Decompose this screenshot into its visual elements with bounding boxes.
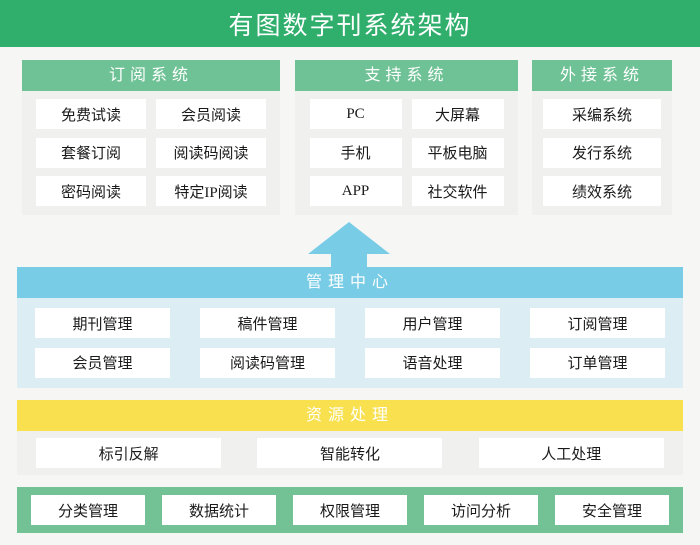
chip-tablet[interactable]: 平板电脑 xyxy=(411,137,504,168)
chip-reading-code-reading[interactable]: 阅读码阅读 xyxy=(156,137,266,168)
panel-external-header: 外接系统 xyxy=(532,60,672,91)
chip-member-management[interactable]: 会员管理 xyxy=(35,347,170,378)
panel-management-body: 期刊管理 稿件管理 用户管理 订阅管理 会员管理 阅读码管理 语音处理 订单管理 xyxy=(17,298,683,388)
page-title: 有图数字刊系统架构 xyxy=(228,12,472,40)
panel-support-header: 支持系统 xyxy=(295,60,518,91)
chip-intelligent-conversion[interactable]: 智能转化 xyxy=(257,438,443,468)
chip-security-management[interactable]: 安全管理 xyxy=(555,495,669,525)
chip-social-software[interactable]: 社交软件 xyxy=(411,176,504,207)
chip-manuscript-management[interactable]: 稿件管理 xyxy=(200,308,335,339)
chip-manual-processing[interactable]: 人工处理 xyxy=(478,438,664,468)
chip-indexing-reverse-parsing[interactable]: 标引反解 xyxy=(36,438,222,468)
panel-external-system: 外接系统 采编系统 发行系统 绩效系统 xyxy=(532,60,672,215)
chip-password-reading[interactable]: 密码阅读 xyxy=(36,176,146,207)
page-title-bar: 有图数字刊系统架构 xyxy=(0,0,700,47)
chip-journal-management[interactable]: 期刊管理 xyxy=(35,308,170,339)
chip-user-management[interactable]: 用户管理 xyxy=(365,308,500,339)
chip-data-statistics[interactable]: 数据统计 xyxy=(162,495,276,525)
arrow-up-icon xyxy=(308,222,390,270)
chip-large-screen[interactable]: 大屏幕 xyxy=(411,99,504,129)
chip-subscription-management[interactable]: 订阅管理 xyxy=(530,308,665,339)
panel-external-body: 采编系统 发行系统 绩效系统 xyxy=(532,91,672,215)
chip-pc[interactable]: PC xyxy=(309,99,402,129)
chip-order-management[interactable]: 订单管理 xyxy=(530,347,665,378)
chip-mobile-phone[interactable]: 手机 xyxy=(309,137,402,168)
chip-performance-system[interactable]: 绩效系统 xyxy=(543,176,661,207)
panel-management-center: 管理中心 期刊管理 稿件管理 用户管理 订阅管理 会员管理 阅读码管理 语音处理… xyxy=(17,267,683,388)
chip-voice-processing[interactable]: 语音处理 xyxy=(365,347,500,378)
chip-editorial-system[interactable]: 采编系统 xyxy=(543,99,661,129)
panel-subscription-system: 订阅系统 免费试读 会员阅读 套餐订阅 阅读码阅读 密码阅读 特定IP阅读 xyxy=(22,60,280,215)
panel-management-header: 管理中心 xyxy=(17,267,683,298)
panel-subscription-header: 订阅系统 xyxy=(22,60,280,91)
panel-resource-processing: 资源处理 标引反解 智能转化 人工处理 xyxy=(17,400,683,475)
panel-support-system: 支持系统 PC 大屏幕 手机 平板电脑 APP 社交软件 xyxy=(295,60,518,215)
chip-access-analysis[interactable]: 访问分析 xyxy=(424,495,538,525)
chip-distribution-system[interactable]: 发行系统 xyxy=(543,137,661,168)
chip-permission-management[interactable]: 权限管理 xyxy=(293,495,407,525)
panel-bottom-bar: 分类管理 数据统计 权限管理 访问分析 安全管理 xyxy=(17,487,683,533)
chip-member-reading[interactable]: 会员阅读 xyxy=(156,99,266,129)
chip-package-subscription[interactable]: 套餐订阅 xyxy=(36,137,146,168)
panel-support-body: PC 大屏幕 手机 平板电脑 APP 社交软件 xyxy=(295,91,518,215)
panel-resource-body: 标引反解 智能转化 人工处理 xyxy=(17,431,683,475)
chip-category-management[interactable]: 分类管理 xyxy=(31,495,145,525)
panel-subscription-body: 免费试读 会员阅读 套餐订阅 阅读码阅读 密码阅读 特定IP阅读 xyxy=(22,91,280,215)
chip-specific-ip-reading[interactable]: 特定IP阅读 xyxy=(156,176,266,207)
chip-app[interactable]: APP xyxy=(309,176,402,207)
chip-reading-code-management[interactable]: 阅读码管理 xyxy=(200,347,335,378)
panel-resource-header: 资源处理 xyxy=(17,400,683,431)
chip-free-trial-reading[interactable]: 免费试读 xyxy=(36,99,146,129)
